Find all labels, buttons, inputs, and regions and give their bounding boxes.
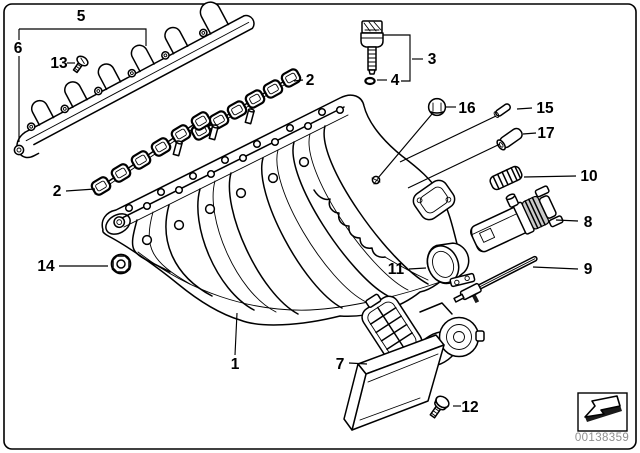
callout-9[interactable]: 9	[584, 261, 593, 278]
callout-10[interactable]: 10	[580, 168, 597, 185]
flange-bolts	[124, 105, 345, 213]
image-id: 00138359	[575, 432, 629, 444]
part-drawing-4-o-ring	[364, 76, 376, 86]
part-drawing-1-intake-manifold	[101, 94, 459, 326]
callout-4[interactable]: 4	[391, 72, 400, 89]
part-drawing-3-sensor	[360, 20, 384, 75]
part-drawing-2-gasket-lower	[90, 111, 212, 196]
part-drawing-5-conduit-rail	[16, 1, 255, 159]
callout-2-upper[interactable]: 2	[306, 72, 315, 89]
callout-5[interactable]: 5	[77, 8, 86, 25]
callout-8[interactable]: 8	[584, 214, 593, 231]
part-drawing-12-bolt	[429, 395, 450, 419]
callout-13[interactable]: 13	[50, 55, 68, 72]
label-6-backdrop	[10, 40, 27, 56]
part-drawing-15-pin	[493, 103, 511, 118]
callout-7[interactable]: 7	[336, 356, 345, 373]
callout-16[interactable]: 16	[458, 100, 476, 117]
part-drawing-10-ribbed-sleeve	[489, 165, 523, 191]
part-drawing-13-screw	[72, 55, 89, 74]
callout-2-lower[interactable]: 2	[53, 183, 62, 200]
callout-1[interactable]: 1	[231, 356, 240, 373]
rail-ball-studs	[26, 28, 208, 132]
callout-6[interactable]: 6	[14, 40, 23, 57]
valve-hose-stub	[505, 193, 519, 208]
part-drawing-17-bushing	[496, 127, 523, 151]
callout-3[interactable]: 3	[428, 51, 437, 68]
rod-clamp	[453, 282, 482, 304]
callout-11[interactable]: 11	[388, 261, 405, 278]
runner-bolts	[141, 156, 310, 246]
callout-labels: 5 6 13 2 3 4 16 15 17 10 8 2 14 11 9 1 7…	[14, 8, 598, 416]
callout-12[interactable]: 12	[461, 399, 478, 416]
part-drawing-16-cap	[427, 97, 447, 117]
part-drawing-9-rod	[453, 255, 538, 304]
part-drawing-6-ball-pin	[13, 144, 25, 156]
part-drawing-14-nut	[110, 253, 132, 275]
brand-stamp: 00138359	[575, 392, 629, 444]
manifold-right-face	[412, 179, 456, 221]
callout-17[interactable]: 17	[537, 125, 554, 142]
callout-14[interactable]: 14	[37, 258, 55, 275]
part-drawing-11-clamp	[426, 242, 476, 288]
manifold-studs	[172, 108, 255, 157]
part-drawing-2-gasket-upper	[190, 68, 302, 141]
part-drawing-7-throttle-assembly	[343, 293, 485, 431]
direction-arrow-icon	[584, 395, 622, 422]
page-border	[3, 3, 637, 450]
manifold-left-end	[105, 213, 131, 235]
part-drawing-8-valve	[470, 185, 564, 253]
callout-15[interactable]: 15	[536, 100, 554, 117]
vent-bolt-boss	[371, 175, 381, 185]
